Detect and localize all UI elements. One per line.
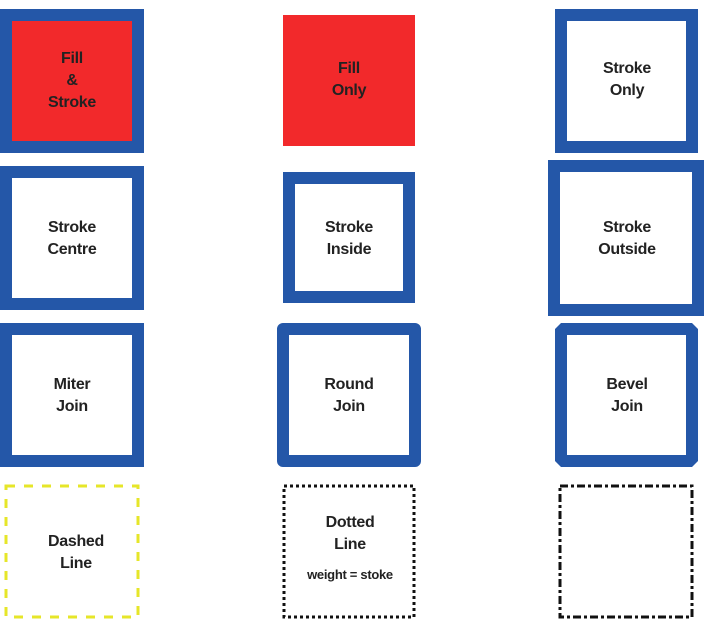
stroke-outside-box bbox=[548, 160, 704, 316]
label-line: Stroke bbox=[48, 219, 96, 236]
dotted-line-label: Dotted Line weight = stoke bbox=[284, 512, 416, 586]
label-line: Stroke bbox=[325, 219, 373, 236]
label-line: Join bbox=[333, 398, 365, 415]
label-line: Miter bbox=[53, 376, 91, 393]
dashed-line-label: Dashed Line bbox=[10, 531, 142, 575]
bevel-join-label: Bevel Join bbox=[561, 374, 693, 418]
miter-join-label: Miter Join bbox=[6, 374, 138, 418]
bevel-join-box bbox=[555, 323, 698, 467]
label-line: Fill bbox=[61, 50, 83, 67]
label-line: Stroke bbox=[603, 219, 651, 236]
label-line: Dashed bbox=[48, 533, 104, 550]
label-line: Outside bbox=[598, 241, 656, 258]
label-line: Centre bbox=[47, 241, 97, 258]
label-line: Line bbox=[60, 555, 92, 572]
dashed-line-box bbox=[4, 484, 140, 619]
dash-dot-line-box bbox=[558, 484, 694, 619]
label-line: Round bbox=[324, 376, 374, 393]
label-line: Inside bbox=[326, 241, 372, 258]
stroke-only-box bbox=[555, 9, 698, 153]
label-line: Join bbox=[56, 398, 88, 415]
miter-join-box bbox=[0, 323, 144, 467]
fill-only-label: Fill Only bbox=[283, 58, 415, 102]
label-line: Stroke bbox=[603, 60, 651, 77]
label-line: & bbox=[66, 72, 78, 89]
stroke-centre-box bbox=[0, 166, 144, 310]
label-line: Stroke bbox=[48, 94, 96, 111]
dotted-line-box bbox=[282, 484, 416, 619]
label-line: Fill bbox=[338, 60, 360, 77]
label-line: Only bbox=[609, 82, 645, 99]
stroke-inside-box bbox=[283, 172, 415, 303]
stroke-only-label: Stroke Only bbox=[561, 58, 693, 102]
label-line: Line bbox=[334, 536, 366, 553]
weight-note: weight = stoke bbox=[307, 567, 393, 582]
fill-only-box bbox=[283, 15, 415, 146]
label-line: Dotted bbox=[325, 514, 375, 531]
fill-stroke-box bbox=[0, 9, 144, 153]
stroke-centre-label: Stroke Centre bbox=[6, 217, 138, 261]
round-join-label: Round Join bbox=[283, 374, 415, 418]
label-line: Only bbox=[331, 82, 367, 99]
label-line: Bevel bbox=[606, 376, 648, 393]
stroke-inside-label: Stroke Inside bbox=[283, 217, 415, 261]
stroke-outside-label: Stroke Outside bbox=[561, 217, 693, 261]
round-join-box bbox=[277, 323, 421, 467]
label-line: Join bbox=[611, 398, 643, 415]
fill-stroke-label: Fill & Stroke bbox=[6, 48, 138, 114]
